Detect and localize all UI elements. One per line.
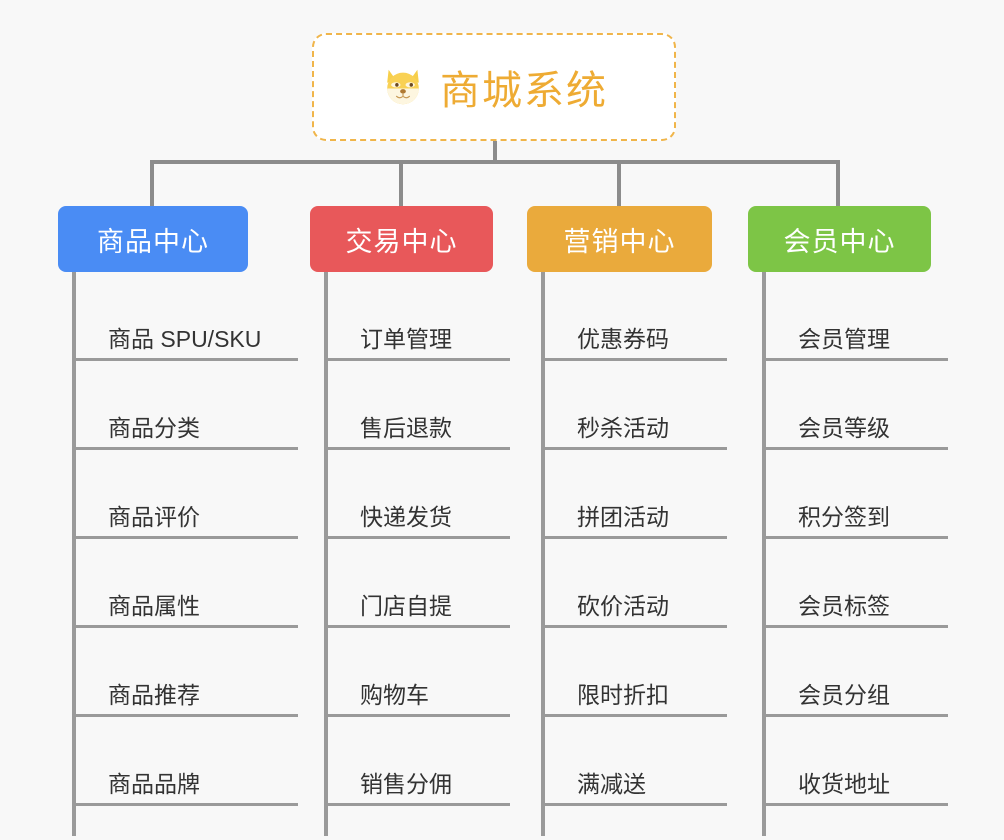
leaf-label: 商品品牌 [108, 770, 200, 797]
leaf-label: 会员等级 [798, 414, 890, 441]
leaf-item[interactable]: 收货地址 [762, 717, 948, 806]
category-label-member-center: 会员中心 [783, 226, 896, 257]
leaf-label: 商品属性 [108, 592, 200, 619]
leaf-list-trade-center: 订单管理 售后退款 快递发货 门店自提 购物车 销售分佣 [310, 272, 510, 836]
leaf-item[interactable]: 限时折扣 [541, 628, 727, 717]
connector-drop-marketing-center [617, 160, 621, 208]
leaf-list-product-center: 商品 SPU/SKU 商品分类 商品评价 商品属性 商品推荐 商品品牌 [58, 272, 298, 836]
root-node[interactable]: 商城系统 [312, 33, 676, 141]
leaf-item[interactable]: 商品属性 [72, 539, 298, 628]
category-box-member-center[interactable]: 会员中心 [748, 206, 931, 272]
leaf-label: 订单管理 [360, 325, 452, 352]
leaf-label: 销售分佣 [360, 770, 452, 797]
leaf-item[interactable]: 订单管理 [324, 272, 510, 361]
root-title: 商城系统 [440, 69, 608, 113]
leaf-label: 满减送 [577, 770, 646, 797]
leaf-item[interactable]: 砍价活动 [541, 539, 727, 628]
leaf-item[interactable]: 销售分佣 [324, 717, 510, 806]
category-label-product-center: 商品中心 [97, 226, 209, 257]
spine-member-center [762, 272, 766, 836]
spine-marketing-center [541, 272, 545, 836]
connector-drop-member-center [836, 160, 840, 208]
branch-marketing-center: 营销中心 优惠券码 秒杀活动 拼团活动 砍价活动 限时折扣 满减送 [527, 206, 727, 836]
leaf-label: 积分签到 [798, 503, 890, 530]
leaf-label: 商品推荐 [108, 681, 200, 708]
leaf-label: 会员标签 [798, 592, 890, 619]
branch-trade-center: 交易中心 订单管理 售后退款 快递发货 门店自提 购物车 销售分佣 [310, 206, 510, 836]
leaf-label: 拼团活动 [577, 503, 669, 530]
leaf-label: 会员分组 [798, 681, 890, 708]
leaf-item[interactable]: 积分签到 [762, 450, 948, 539]
category-box-product-center[interactable]: 商品中心 [58, 206, 248, 272]
leaf-item[interactable]: 商品评价 [72, 450, 298, 539]
leaf-list-marketing-center: 优惠券码 秒杀活动 拼团活动 砍价活动 限时折扣 满减送 [527, 272, 727, 836]
leaf-item[interactable]: 会员等级 [762, 361, 948, 450]
category-box-trade-center[interactable]: 交易中心 [310, 206, 493, 272]
leaf-label: 会员管理 [798, 325, 890, 352]
leaf-item[interactable]: 会员管理 [762, 272, 948, 361]
leaf-item[interactable]: 快递发货 [324, 450, 510, 539]
leaf-item[interactable]: 商品推荐 [72, 628, 298, 717]
leaf-label: 限时折扣 [577, 681, 669, 708]
leaf-label: 购物车 [360, 681, 429, 708]
leaf-label: 商品分类 [108, 414, 200, 441]
leaf-item[interactable]: 售后退款 [324, 361, 510, 450]
leaf-item[interactable]: 会员标签 [762, 539, 948, 628]
leaf-item[interactable]: 会员分组 [762, 628, 948, 717]
leaf-item[interactable]: 商品 SPU/SKU [72, 272, 298, 361]
leaf-label: 商品 SPU/SKU [108, 325, 262, 352]
leaf-item[interactable]: 门店自提 [324, 539, 510, 628]
leaf-item[interactable]: 秒杀活动 [541, 361, 727, 450]
leaf-item[interactable]: 拼团活动 [541, 450, 727, 539]
spine-product-center [72, 272, 76, 836]
leaf-label: 秒杀活动 [577, 414, 669, 441]
leaf-label: 砍价活动 [577, 592, 669, 619]
category-label-trade-center: 交易中心 [345, 226, 458, 257]
connector-drop-product-center [150, 160, 154, 208]
category-box-marketing-center[interactable]: 营销中心 [527, 206, 712, 272]
leaf-item[interactable]: 优惠券码 [541, 272, 727, 361]
leaf-item[interactable]: 商品品牌 [72, 717, 298, 806]
dog-face-icon [380, 64, 426, 110]
leaf-label: 商品评价 [108, 503, 200, 530]
branch-member-center: 会员中心 会员管理 会员等级 积分签到 会员标签 会员分组 收货地址 [748, 206, 948, 836]
branch-product-center: 商品中心 商品 SPU/SKU 商品分类 商品评价 商品属性 商品推荐 商品品牌 [58, 206, 298, 836]
leaf-item[interactable]: 购物车 [324, 628, 510, 717]
connector-drop-trade-center [399, 160, 403, 208]
category-label-marketing-center: 营销中心 [563, 226, 676, 257]
connector-trunk [493, 141, 497, 163]
spine-trade-center [324, 272, 328, 836]
leaf-label: 快递发货 [360, 503, 452, 530]
leaf-label: 优惠券码 [577, 325, 669, 352]
leaf-label: 售后退款 [360, 414, 452, 441]
leaf-list-member-center: 会员管理 会员等级 积分签到 会员标签 会员分组 收货地址 [748, 272, 948, 836]
leaf-item[interactable]: 商品分类 [72, 361, 298, 450]
leaf-item[interactable]: 满减送 [541, 717, 727, 806]
leaf-label: 收货地址 [798, 770, 890, 797]
leaf-label: 门店自提 [360, 592, 452, 619]
connector-bus [150, 160, 838, 164]
